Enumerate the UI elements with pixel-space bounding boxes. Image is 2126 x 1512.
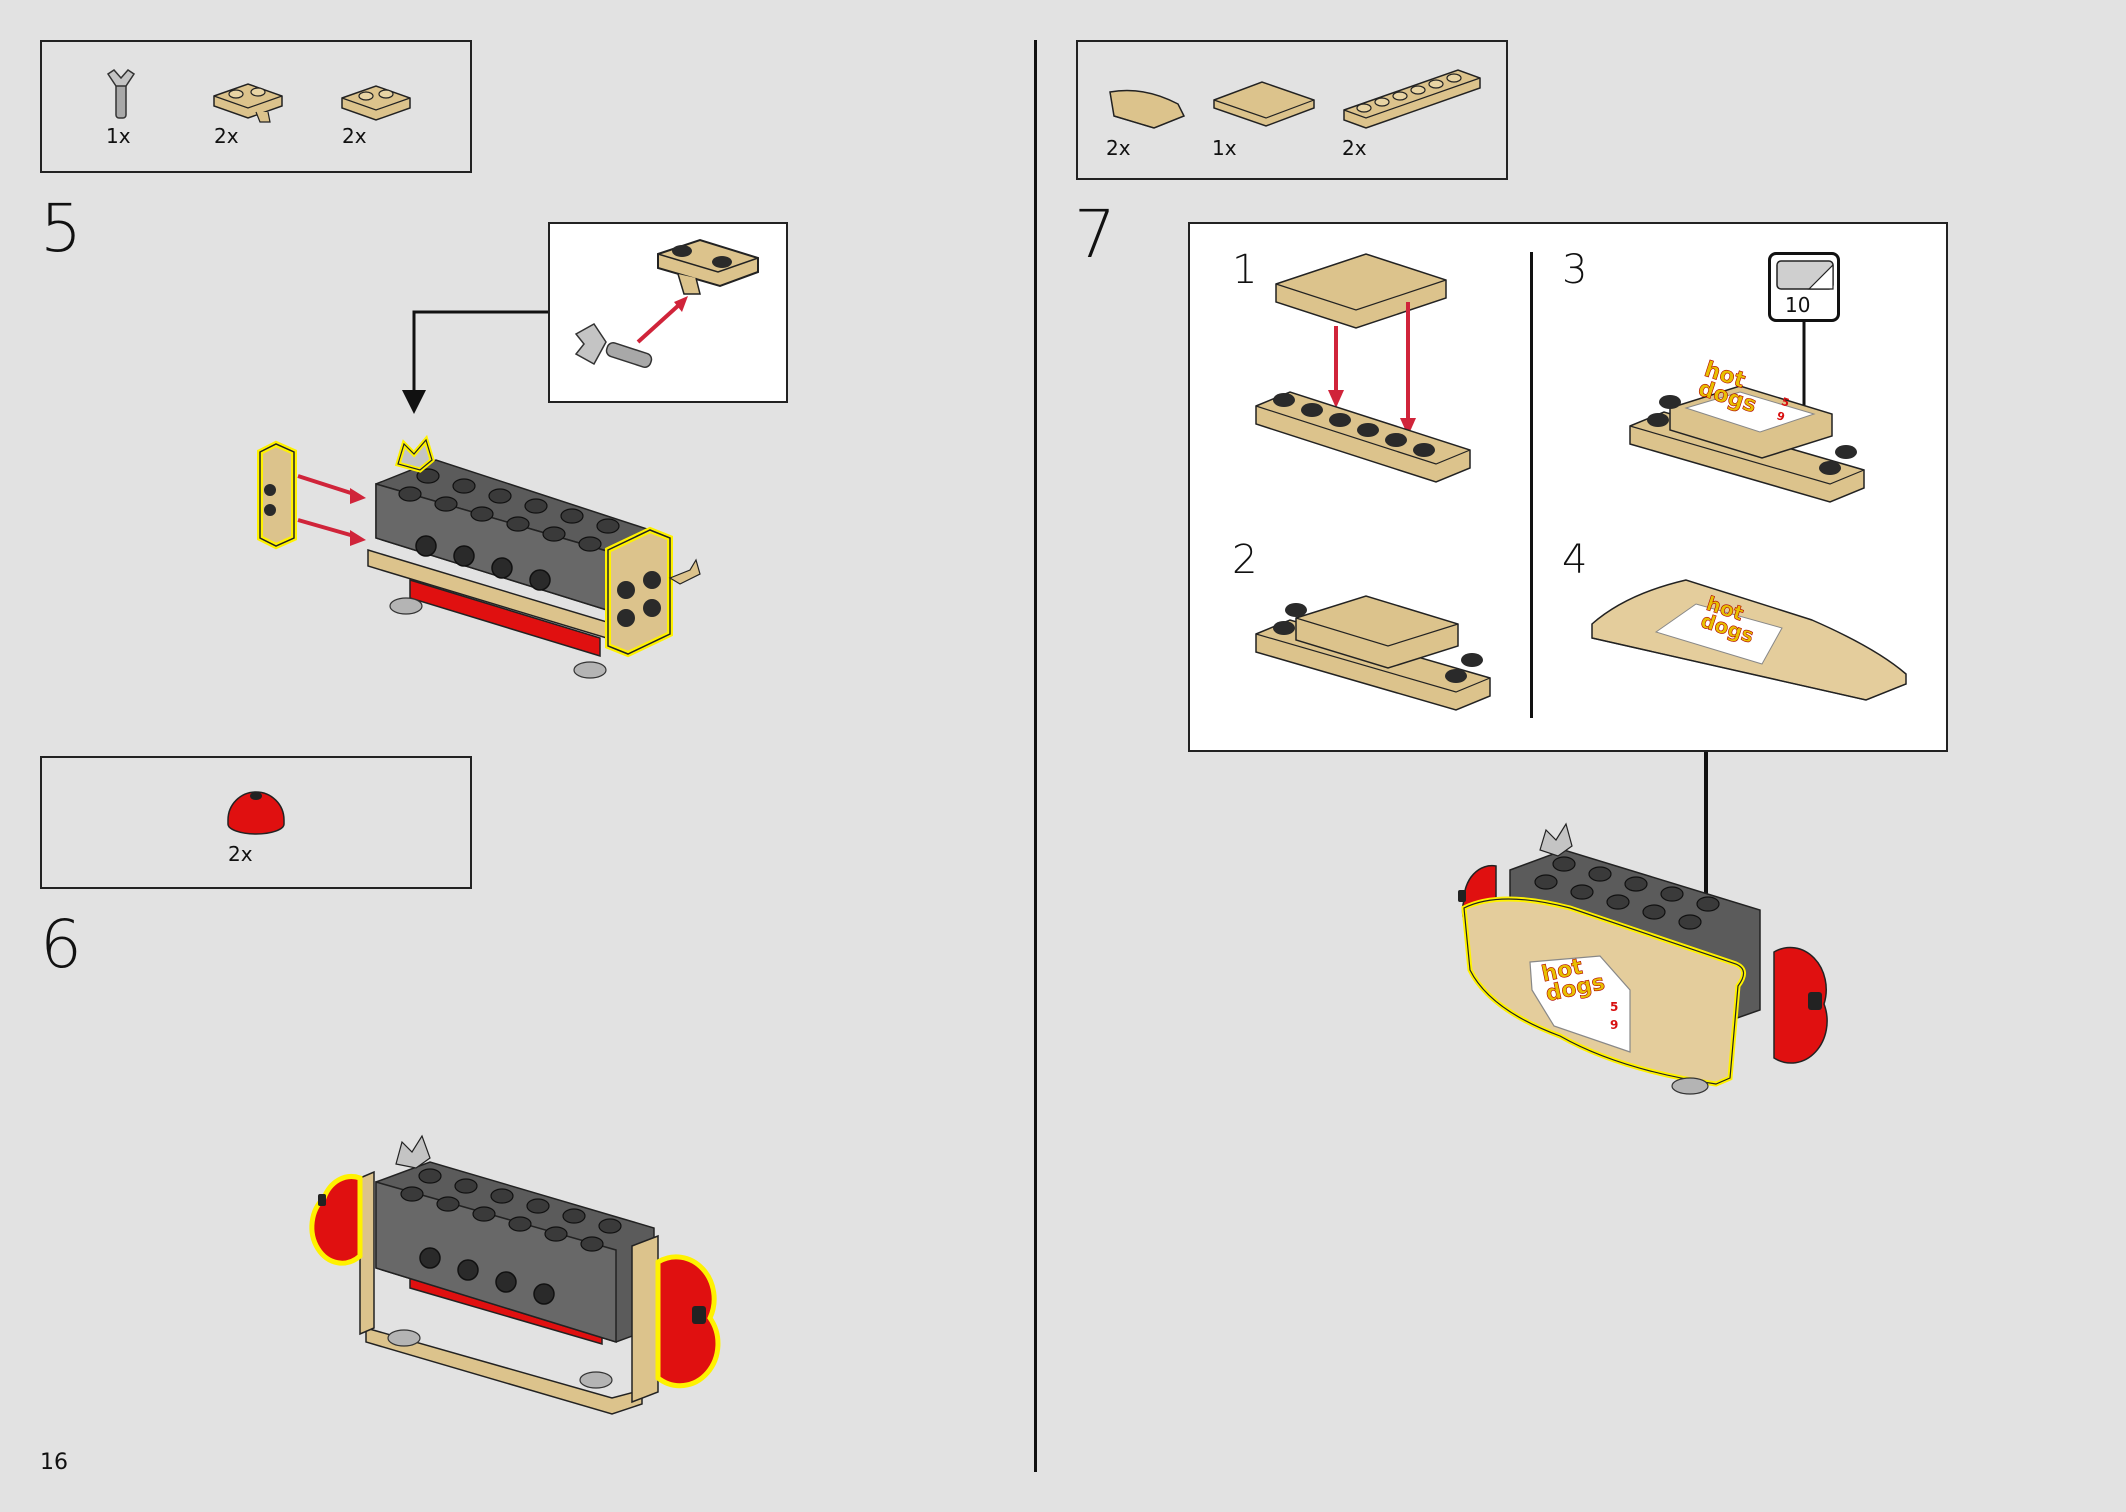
page-divider <box>1034 40 1037 1472</box>
substep-1-illustration <box>1255 253 1471 483</box>
qty-label: 2x <box>228 842 253 866</box>
parts-list-step-7: 2x 1x 2x <box>1076 40 1508 180</box>
step-number: 6 <box>40 906 82 983</box>
hotdog-cart-base-step-5 <box>257 434 701 679</box>
page-number: 16 <box>40 1450 68 1475</box>
red-dome-icon <box>227 791 285 835</box>
step-number: 7 <box>1074 196 1116 273</box>
parts-list-step-6: 2x <box>40 756 472 889</box>
clip-plate-icon <box>213 83 283 123</box>
substep-2-illustration <box>1255 595 1491 711</box>
step-number: 5 <box>40 190 82 267</box>
substep-number: 1 <box>1232 247 1258 293</box>
plate-1x2-icon <box>341 85 411 121</box>
sticker-price-1: 5 <box>1610 1000 1619 1014</box>
qty-label: 1x <box>1212 136 1237 160</box>
sticker-peel-icon <box>1776 260 1834 290</box>
callout-arrow <box>402 310 548 414</box>
hotdog-cart-step-7 <box>1458 822 1828 1095</box>
tile-2x4-icon <box>1213 81 1315 127</box>
substep-divider <box>1530 252 1533 718</box>
sticker-sheet-badge: 10 <box>1768 252 1840 322</box>
bar-clip-icon <box>106 69 136 119</box>
substep-4-illustration <box>1591 579 1907 701</box>
clip-assembly-icon <box>574 238 759 368</box>
substep-number: 2 <box>1232 537 1258 583</box>
sticker-sheet-number: 10 <box>1785 293 1811 317</box>
substep-number: 4 <box>1562 537 1588 583</box>
substep-3-illustration <box>1629 385 1865 503</box>
qty-label: 2x <box>1342 136 1367 160</box>
subassembly-panel-step-7: 1 2 3 4 10 <box>1188 222 1948 752</box>
sticker-prices: 5 9 <box>1610 998 1618 1034</box>
callout-step-5 <box>548 222 788 403</box>
qty-label: 2x <box>342 124 367 148</box>
curved-slope-icon <box>1109 89 1186 129</box>
parts-list-step-5: 1x 2x 2x <box>40 40 472 173</box>
plate-1x6-icon <box>1343 69 1481 129</box>
qty-label: 2x <box>214 124 239 148</box>
substep-number: 3 <box>1562 247 1588 293</box>
hotdog-cart-step-6 <box>309 1134 721 1415</box>
qty-label: 1x <box>106 124 131 148</box>
qty-label: 2x <box>1106 136 1131 160</box>
sticker-price-2: 9 <box>1610 1018 1619 1032</box>
